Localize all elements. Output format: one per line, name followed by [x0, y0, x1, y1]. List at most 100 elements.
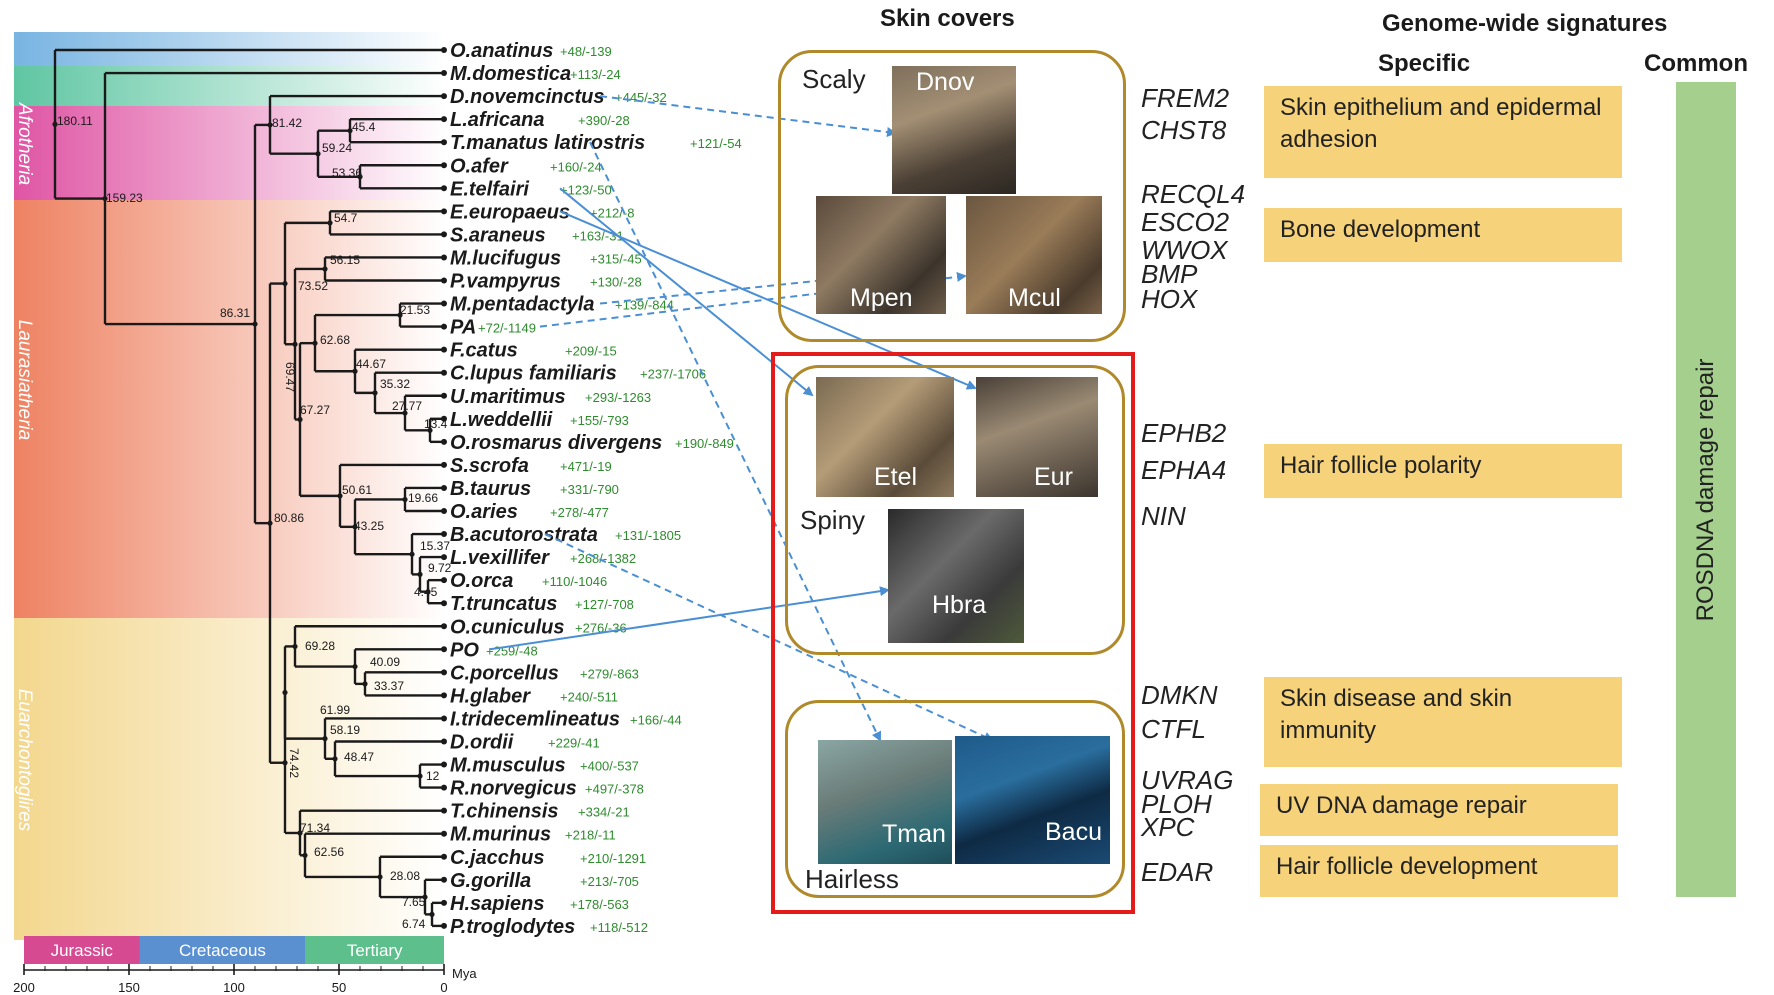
skin-covers-title: Skin covers	[880, 5, 1015, 32]
tip-dot	[441, 715, 447, 722]
period-segment	[305, 936, 444, 964]
tip-dot	[441, 807, 447, 814]
node-age: 9.72	[428, 561, 452, 575]
taxon-name: C.jacchus	[450, 847, 544, 869]
taxon-counts: +139/-844	[615, 298, 674, 313]
scaly-label: Scaly	[802, 64, 866, 94]
photo-hedgehog-eur: Eur	[976, 377, 1098, 497]
taxon-name: O.anatinus	[450, 40, 553, 62]
taxon-counts: +131/-1805	[615, 528, 681, 543]
axis-unit: Mya	[452, 966, 477, 981]
tip-dot	[441, 369, 447, 376]
taxon-name: M.lucifugus	[450, 247, 561, 269]
common-signature-label: ROSDNA damage repair	[1692, 358, 1719, 621]
clade-label-afrotheria: Afrotheria	[14, 102, 35, 186]
tip-dot	[441, 277, 447, 284]
photo-porcupine-hbra: Hbra	[888, 509, 1024, 643]
node-age: 62.68	[320, 333, 350, 347]
trait-arrow	[599, 95, 897, 137]
node-age: 21.53	[400, 303, 430, 317]
taxon-name: O.afer	[450, 155, 509, 177]
taxon-name: PO	[450, 639, 479, 661]
taxon-name: P.troglodytes	[450, 916, 575, 938]
taxon-counts: +155/-793	[570, 413, 629, 428]
tip-dot	[441, 415, 447, 422]
taxon-counts: +127/-708	[575, 597, 634, 612]
axis-tick-label: 50	[332, 980, 346, 995]
taxon-name: P.vampyrus	[450, 271, 561, 293]
gene-ploh: PLOH	[1141, 789, 1212, 819]
trait-arrow	[544, 533, 994, 742]
trait-arrow	[559, 210, 977, 390]
node-age: 13.4	[424, 417, 448, 431]
node-age: 180.11	[57, 114, 93, 128]
gene-xpc: XPC	[1141, 812, 1195, 842]
taxon-counts: +278/-477	[550, 505, 609, 520]
node-age: 27.77	[392, 399, 422, 413]
tip-dot	[441, 784, 447, 791]
taxon-name: T.truncatus	[450, 593, 557, 615]
taxon-counts: +48/-139	[560, 44, 612, 59]
period-segment	[24, 936, 140, 964]
node-age: 48.47	[344, 750, 374, 764]
taxon-name: D.novemcinctus	[450, 86, 604, 108]
common-signature-bar: ROSDNA damage repair	[1676, 82, 1736, 897]
node-age: 35.32	[380, 377, 410, 391]
node-age: 159.23	[106, 191, 143, 205]
gene-ephb2: EPHB2	[1141, 418, 1227, 448]
gene-epha4: EPHA4	[1141, 455, 1227, 485]
gene-dmkn: DMKN	[1141, 680, 1218, 710]
node-age: 73.52	[298, 279, 328, 293]
node-age: 80.86	[274, 511, 304, 525]
trait-arrow	[559, 187, 814, 397]
node-age: 54.7	[334, 211, 358, 225]
taxon-counts: +209/-15	[565, 344, 617, 359]
taxon-name: H.glaber	[450, 685, 531, 707]
node-age: 53.36	[332, 166, 362, 180]
tip-dot	[441, 876, 447, 883]
clade-label-laurasiatheria: Laurasiatheria	[14, 319, 35, 441]
taxon-name: F.catus	[450, 340, 518, 362]
tip-dot	[441, 93, 447, 100]
node-age: 28.08	[390, 869, 420, 883]
gene-esco2: ESCO2	[1141, 207, 1230, 237]
taxon-counts: +331/-790	[560, 482, 619, 497]
node-age: 58.19	[330, 723, 360, 737]
node-age: 33.37	[374, 679, 404, 693]
gene-hox: HOX	[1141, 284, 1198, 314]
taxon-counts: +268/-1382	[570, 551, 636, 566]
node-age: 40.09	[370, 655, 400, 669]
period-label: Jurassic	[51, 941, 114, 960]
tip-dot	[441, 623, 447, 630]
gene-wwox: WWOX	[1141, 235, 1228, 265]
spiny-group	[785, 365, 1125, 655]
signature-hair-follicle-development: Hair follicle development	[1260, 845, 1618, 897]
taxon-name: M.pentadactyla	[450, 294, 594, 316]
taxon-name: L.africana	[450, 109, 544, 131]
gene-recql4: RECQL4	[1141, 179, 1246, 209]
taxon-name: T.chinensis	[450, 801, 559, 823]
taxon-counts: +390/-28	[578, 113, 630, 128]
gene-frem2: FREM2	[1141, 83, 1230, 113]
trait-arrow	[489, 586, 890, 651]
tip-dot	[441, 899, 447, 906]
tip-dot	[441, 853, 447, 860]
taxon-counts: +210/-1291	[580, 851, 646, 866]
node-age: 12	[426, 769, 440, 783]
taxon-name: O.cuniculus	[450, 616, 564, 638]
highlight-box	[771, 352, 1135, 914]
tip-dot	[441, 392, 447, 399]
taxon-name: L.weddellii	[450, 409, 553, 431]
taxon-name: T.manatus latirostris	[450, 132, 645, 154]
taxon-name: M.musculus	[450, 755, 566, 777]
tip-dot	[441, 508, 447, 514]
taxon-name: R.norvegicus	[450, 778, 577, 800]
taxon-name: H.sapiens	[450, 893, 544, 915]
taxon-counts: +178/-563	[570, 897, 629, 912]
tip-dot	[441, 47, 447, 53]
tip-dot	[441, 208, 447, 215]
axis-tick-label: 100	[223, 980, 245, 995]
node-age: 7.65	[402, 895, 426, 909]
tip-dot	[441, 70, 447, 77]
scaly-group	[778, 50, 1126, 342]
